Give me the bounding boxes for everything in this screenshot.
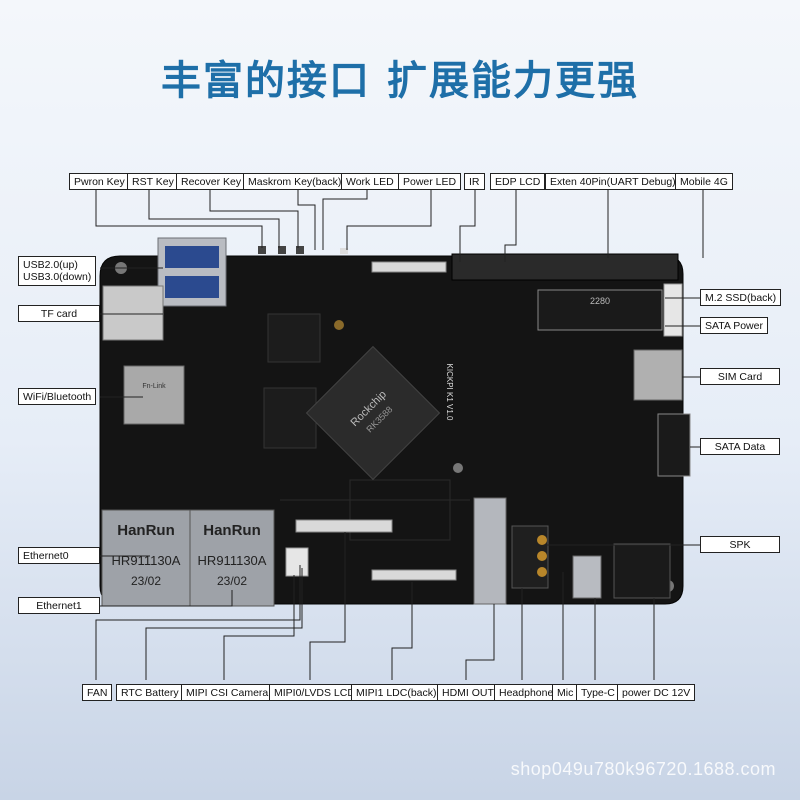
- label-wifi-bluetooth: WiFi/Bluetooth: [18, 388, 97, 405]
- sata-power-connector: [663, 283, 683, 337]
- eth0-date: 23/02: [131, 574, 161, 588]
- mipi-csi-connector: [285, 547, 309, 577]
- sim-card-slot: [633, 349, 683, 401]
- label-sim-card: SIM Card: [700, 368, 780, 385]
- label-work-led: Work LED: [341, 173, 399, 190]
- label-sata-power: SATA Power: [700, 317, 768, 334]
- eth0-model: HR911130A: [112, 553, 181, 568]
- label-rtc-battery: RTC Battery: [116, 684, 184, 701]
- edp-connector: [371, 261, 447, 273]
- label-recover-key: Recover Key: [176, 173, 247, 190]
- label-edp-lcd: EDP LCD: [490, 173, 546, 190]
- label-hdmi-out: HDMI OUT: [437, 684, 499, 701]
- label-exten-40pin: Exten 40Pin(UART Debug): [545, 173, 681, 190]
- label-spk: SPK: [700, 536, 780, 553]
- label-mobile-4g: Mobile 4G: [675, 173, 733, 190]
- watermark: shop049u780k96720.1688.com: [510, 759, 776, 779]
- pwron-button: [258, 246, 266, 254]
- hdmi-connector: [473, 497, 507, 605]
- sata-data-connector: [657, 413, 691, 477]
- label-ethernet1: Ethernet1: [18, 597, 100, 614]
- label-mipi0-lvds: MIPI0/LVDS LCD: [269, 684, 360, 701]
- usb-port-stack: [157, 237, 227, 307]
- label-mipi1-ldc: MIPI1 LDC(back): [351, 684, 442, 701]
- label-sata-data: SATA Data: [700, 438, 780, 455]
- ssd-slot-text: 2280: [590, 296, 610, 306]
- label-tf-card: TF card: [18, 305, 100, 322]
- eth0-brand: HanRun: [117, 522, 175, 539]
- board-name: KICKPI K1 V1.0: [445, 364, 454, 421]
- ethernet-jack-0: HanRun HR911130A 23/02: [101, 509, 191, 607]
- label-usb: USB2.0(up) USB3.0(down): [18, 256, 97, 286]
- tf-card-slot: [102, 285, 164, 341]
- label-pwron-key: Pwron Key: [69, 173, 130, 190]
- wifi-module: Fn-Link: [123, 365, 185, 425]
- eth1-brand: HanRun: [203, 522, 261, 539]
- mipi1-connector: [371, 569, 457, 581]
- label-ir: IR: [464, 173, 485, 190]
- label-mic: Mic: [552, 684, 579, 701]
- label-maskrom-key: Maskrom Key(back): [243, 173, 347, 190]
- memory-chip-left: [263, 387, 317, 449]
- label-usb-down: USB3.0(down): [23, 271, 92, 283]
- mipi0-lvds-connector: [295, 519, 393, 533]
- label-m2-ssd: M.2 SSD(back): [700, 289, 782, 306]
- label-power-dc: power DC 12V: [617, 684, 696, 701]
- label-mipi-csi: MIPI CSI Camera: [181, 684, 274, 701]
- label-headphone: Headphone: [494, 684, 559, 701]
- memory-chip-top: [267, 313, 321, 363]
- dc-power-jack: [613, 543, 671, 599]
- label-fan: FAN: [82, 684, 113, 701]
- soc-chip: Rockchip RK3588: [305, 345, 441, 481]
- m2-slot: 2280: [537, 289, 663, 331]
- work-led: [340, 248, 348, 254]
- label-ethernet0: Ethernet0: [18, 547, 100, 564]
- wifi-module-text: Fn-Link: [142, 383, 166, 390]
- label-usb-up: USB2.0(up): [23, 259, 78, 271]
- label-power-led: Power LED: [398, 173, 462, 190]
- eth1-model: HR911130A: [198, 553, 267, 568]
- label-rst-key: RST Key: [127, 173, 179, 190]
- gpio-header-40pin: [451, 253, 679, 281]
- rst-button: [278, 246, 286, 254]
- page-title: 丰富的接口 扩展能力更强: [161, 58, 639, 104]
- type-c-port: [572, 555, 602, 599]
- leader-lines: [95, 190, 704, 680]
- recover-button: [296, 246, 304, 254]
- label-type-c: Type-C: [576, 684, 620, 701]
- eth1-date: 23/02: [217, 574, 247, 588]
